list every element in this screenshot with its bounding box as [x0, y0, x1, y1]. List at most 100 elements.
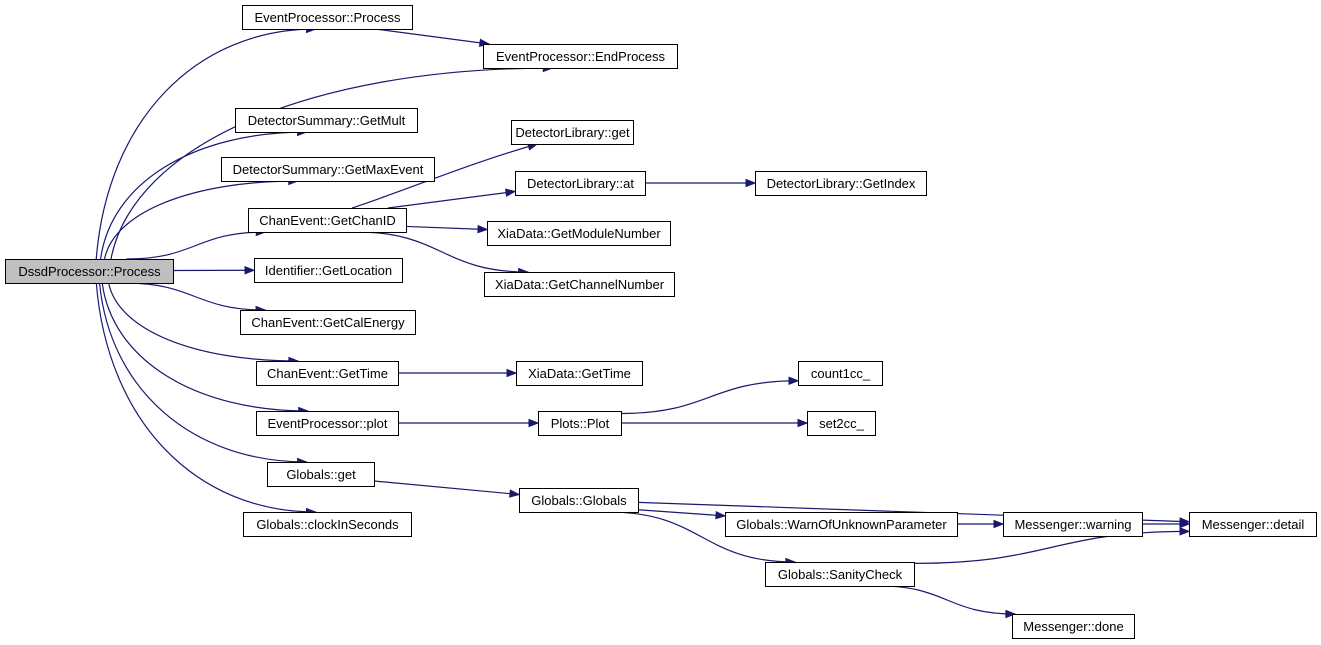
edge-dssd_process-to-ds_getmult [100, 131, 307, 260]
node-xd-getchannelnumber[interactable]: XiaData::GetChannelNumber [484, 272, 675, 297]
node-box[interactable] [235, 108, 418, 133]
node-m-done[interactable]: Messenger::done [1012, 614, 1135, 639]
node-box[interactable] [807, 411, 876, 436]
node-label: ChanEvent::GetCalEnergy [251, 315, 405, 330]
node-label: ChanEvent::GetChanID [259, 213, 396, 228]
arrowhead-ce_gettime-to-xd_gettime [506, 368, 518, 378]
edge-dssd_process-to-ds_getmaxevent [103, 180, 298, 260]
node-g-warn[interactable]: Globals::WarnOfUnknownParameter [725, 512, 958, 537]
node-box[interactable] [511, 120, 634, 145]
node-box[interactable] [725, 512, 958, 537]
node-box[interactable] [5, 259, 174, 284]
node-g-get[interactable]: Globals::get [267, 462, 375, 487]
edge-plots_plot-to-count1cc [620, 380, 799, 415]
node-label: Identifier::GetLocation [265, 263, 392, 278]
node-box[interactable] [487, 221, 671, 246]
edge-ce_getchanid-to-xd_getmodulenumber [405, 225, 488, 231]
node-box[interactable] [256, 361, 399, 386]
node-box[interactable] [221, 157, 435, 182]
edge-g_get-to-g_globals [373, 480, 520, 496]
edge-ce_getchanid-to-dl_get [351, 143, 538, 209]
arrowhead-ce_getchanid-to-xd_getmodulenumber [477, 224, 489, 234]
node-box[interactable] [519, 488, 639, 513]
node-box[interactable] [240, 310, 416, 335]
node-box[interactable] [267, 462, 375, 487]
node-box[interactable] [765, 562, 915, 587]
node-label: set2cc_ [819, 416, 865, 431]
arrowhead-g_sanity-to-m_done [1005, 609, 1017, 619]
node-id-getlocation[interactable]: Identifier::GetLocation [254, 258, 403, 283]
node-box[interactable] [484, 272, 675, 297]
arrowhead-g_sanity-to-m_detail [1179, 527, 1191, 536]
node-box[interactable] [515, 171, 646, 196]
node-box[interactable] [254, 258, 403, 283]
node-label: count1cc_ [811, 366, 871, 381]
edge-dssd_process-to-ep_plot [101, 282, 308, 412]
node-count1cc[interactable]: count1cc_ [798, 361, 883, 386]
node-label: Messenger::warning [1014, 517, 1131, 532]
edge-dssd_process-to-g_clock [95, 282, 316, 513]
node-box[interactable] [243, 512, 412, 537]
node-label: DetectorLibrary::get [515, 125, 630, 140]
node-box[interactable] [1012, 614, 1135, 639]
node-set2cc[interactable]: set2cc_ [807, 411, 876, 436]
edge-ce_getchanid-to-dl_at [387, 190, 516, 209]
node-label: Globals::clockInSeconds [256, 517, 399, 532]
node-g-clock[interactable]: Globals::clockInSeconds [243, 512, 412, 537]
node-label: EventProcessor::EndProcess [496, 49, 666, 64]
node-ds-getmult[interactable]: DetectorSummary::GetMult [235, 108, 418, 133]
node-label: DssdProcessor::Process [18, 264, 161, 279]
node-ep-process[interactable]: EventProcessor::Process [242, 5, 413, 30]
node-label: ChanEvent::GetTime [267, 366, 388, 381]
arrowhead-g_get-to-g_globals [509, 489, 521, 498]
node-box[interactable] [538, 411, 622, 436]
node-dl-get[interactable]: DetectorLibrary::get [511, 120, 634, 145]
node-dssd-process[interactable]: DssdProcessor::Process [5, 259, 174, 284]
node-box[interactable] [516, 361, 643, 386]
node-label: EventProcessor::Process [255, 10, 401, 25]
node-label: XiaData::GetTime [528, 366, 631, 381]
node-ds-getmaxevent[interactable]: DetectorSummary::GetMaxEvent [221, 157, 435, 182]
node-label: Globals::WarnOfUnknownParameter [736, 517, 947, 532]
edge-ce_getchanid-to-xd_getchannelnumber [356, 231, 528, 273]
node-label: Messenger::detail [1202, 517, 1305, 532]
node-ep-plot[interactable]: EventProcessor::plot [256, 411, 399, 436]
node-ce-gettime[interactable]: ChanEvent::GetTime [256, 361, 399, 386]
node-label: Plots::Plot [551, 416, 610, 431]
node-ce-getchanid[interactable]: ChanEvent::GetChanID [248, 208, 407, 233]
node-box[interactable] [483, 44, 678, 69]
node-plots-plot[interactable]: Plots::Plot [538, 411, 622, 436]
node-g-globals[interactable]: Globals::Globals [519, 488, 639, 513]
node-box[interactable] [798, 361, 883, 386]
edge-dssd_process-to-ce_getchanid [126, 231, 266, 260]
edge-dssd_process-to-ep_process [95, 28, 316, 260]
node-m-detail[interactable]: Messenger::detail [1189, 512, 1317, 537]
node-dl-at[interactable]: DetectorLibrary::at [515, 171, 646, 196]
node-m-warning[interactable]: Messenger::warning [1003, 512, 1143, 537]
edge-dssd_process-to-g_get [98, 282, 307, 463]
node-box[interactable] [242, 5, 413, 30]
node-box[interactable] [1003, 512, 1143, 537]
arrowhead-g_warn-to-m_warning [993, 519, 1005, 529]
node-label: Globals::SanityCheck [778, 567, 903, 582]
node-g-sanity[interactable]: Globals::SanityCheck [765, 562, 915, 587]
node-label: Messenger::done [1023, 619, 1123, 634]
node-box[interactable] [248, 208, 407, 233]
node-label: Globals::get [286, 467, 356, 482]
node-dl-getindex[interactable]: DetectorLibrary::GetIndex [755, 171, 927, 196]
node-label: DetectorLibrary::at [527, 176, 634, 191]
node-box[interactable] [1189, 512, 1317, 537]
edges-layer [95, 24, 1191, 619]
nodes-layer: DssdProcessor::Process EventProcessor::Pr… [5, 5, 1317, 639]
node-ce-getcalenergy[interactable]: ChanEvent::GetCalEnergy [240, 310, 416, 335]
node-box[interactable] [755, 171, 927, 196]
node-ep-endprocess[interactable]: EventProcessor::EndProcess [483, 44, 678, 69]
node-xd-gettime[interactable]: XiaData::GetTime [516, 361, 643, 386]
node-xd-getmodulenumber[interactable]: XiaData::GetModuleNumber [487, 221, 671, 246]
node-box[interactable] [256, 411, 399, 436]
arrowhead-plots_plot-to-set2cc [797, 418, 809, 428]
node-label: XiaData::GetModuleNumber [497, 226, 661, 241]
node-label: DetectorSummary::GetMult [248, 113, 406, 128]
arrowhead-dssd_process-to-id_getlocation [244, 266, 256, 275]
